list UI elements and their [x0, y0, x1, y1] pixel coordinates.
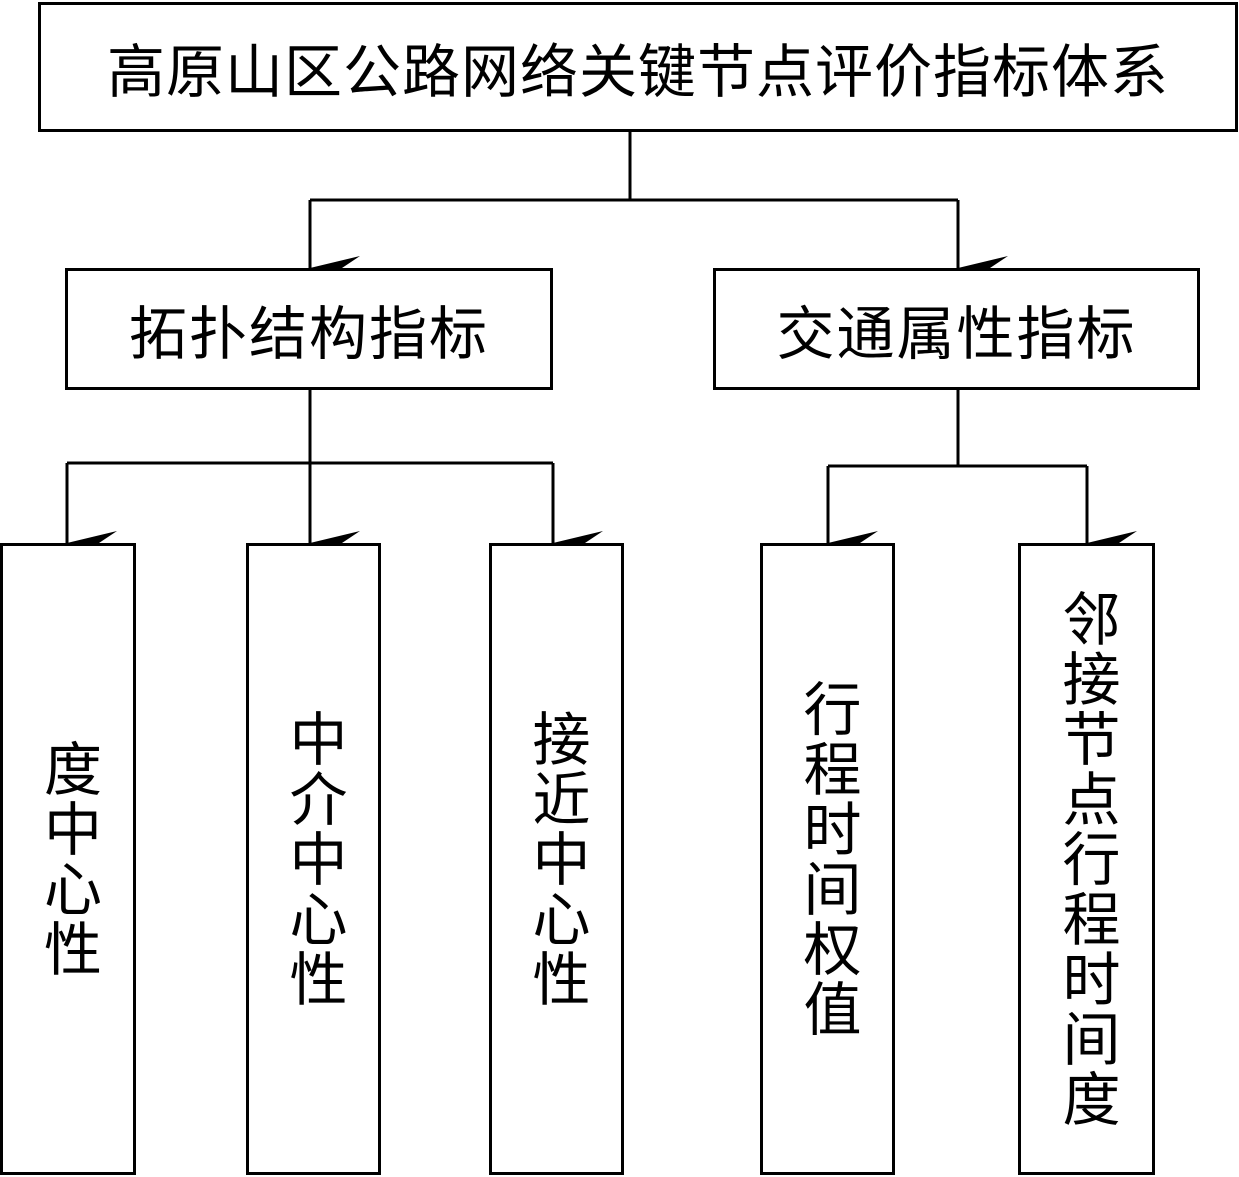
leaf-label-travel-time-weight: 行程时间权值	[793, 679, 862, 1039]
root-node-label: 高原山区公路网络关键节点评价指标体系	[106, 38, 1169, 106]
category-label-topology: 拓扑结构指标	[128, 300, 489, 368]
leaf-node-betweenness-centrality: 中介中心性	[246, 543, 381, 1175]
category-node-topology: 拓扑结构指标	[65, 268, 553, 390]
root-node: 高原山区公路网络关键节点评价指标体系	[38, 2, 1238, 132]
leaf-node-travel-time-weight: 行程时间权值	[760, 543, 895, 1175]
category-label-traffic: 交通属性指标	[776, 300, 1137, 368]
leaf-node-degree-centrality: 度中心性	[0, 543, 136, 1175]
leaf-label-adjacent-travel-time-degree: 邻接节点行程时间度	[1052, 589, 1121, 1129]
leaf-label-betweenness-centrality: 中介中心性	[279, 709, 348, 1009]
leaf-node-closeness-centrality: 接近中心性	[489, 543, 624, 1175]
leaf-node-adjacent-travel-time-degree: 邻接节点行程时间度	[1018, 543, 1155, 1175]
leaf-label-degree-centrality: 度中心性	[34, 739, 102, 979]
leaf-label-closeness-centrality: 接近中心性	[522, 709, 591, 1009]
category-node-traffic: 交通属性指标	[713, 268, 1200, 390]
